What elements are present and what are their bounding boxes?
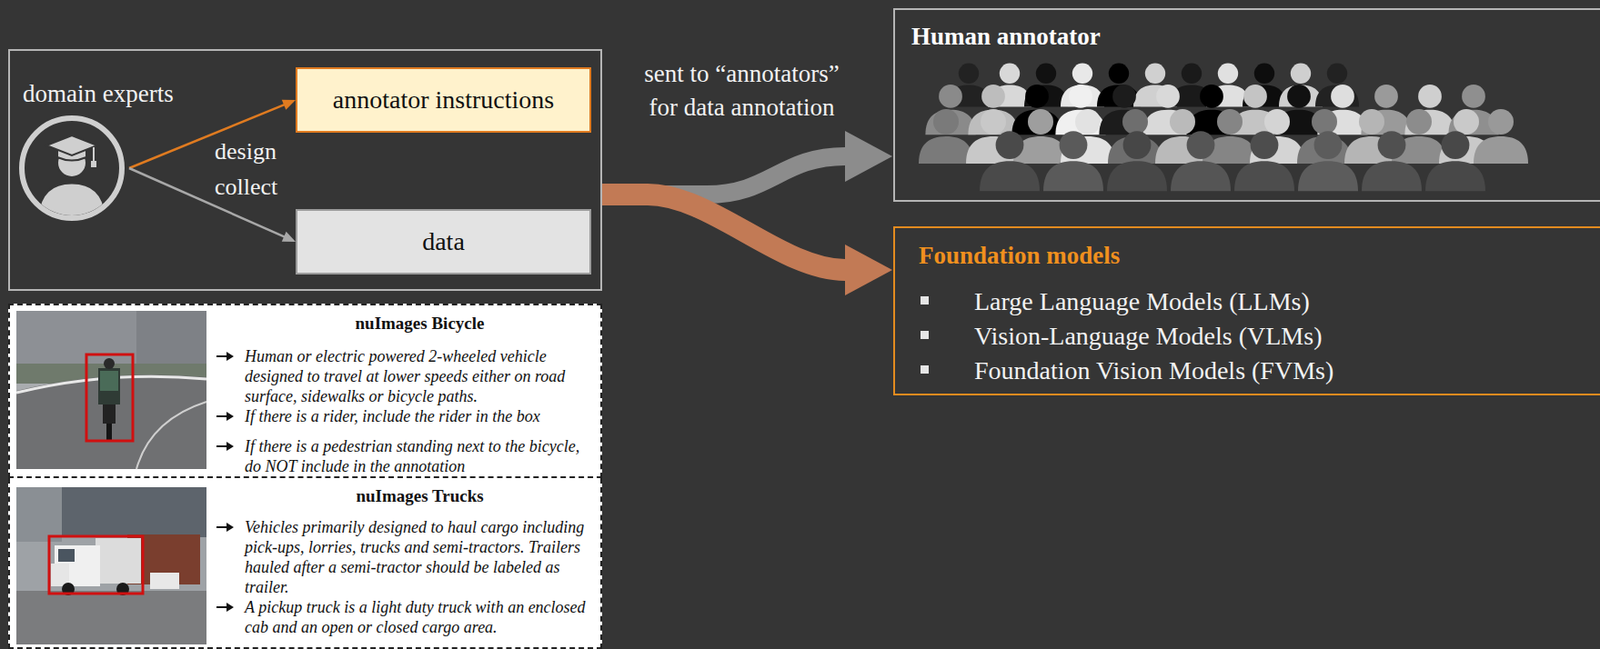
bullet-arrow <box>216 523 234 533</box>
example-panel: nuImages TrucksVehicles primarily design… <box>8 478 603 649</box>
example-bullet: Human or electric powered 2-wheeled vehi… <box>244 346 595 407</box>
arrow-line <box>129 104 286 169</box>
annotator-panel: Human annotator <box>893 8 1600 202</box>
list-bullet <box>920 365 929 374</box>
example-title: nuImages Bicycle <box>244 312 595 335</box>
edge-label: collect <box>214 174 278 202</box>
truck-photo <box>16 487 207 645</box>
box-label: data <box>422 226 465 258</box>
bicycle-photo <box>16 311 207 470</box>
expert-icon <box>17 113 127 223</box>
arrow-head <box>281 100 296 111</box>
example-title: nuImages Trucks <box>244 485 595 508</box>
example-panel: nuImages BicycleHuman or electric powere… <box>8 303 603 479</box>
example-bullet: A pickup truck is a light duty truck wit… <box>244 597 595 638</box>
list-item: Large Language Models (LLMs) <box>974 286 1310 318</box>
model-panel: Foundation modelsLarge Language Models (… <box>893 226 1600 396</box>
crowd-illustration <box>918 63 1529 192</box>
connector <box>129 168 296 242</box>
list-bullet <box>920 296 929 305</box>
instructions-box: annotator instructions <box>295 67 592 133</box>
bullet-arrow <box>216 603 234 613</box>
arrow-line <box>129 168 286 238</box>
bullet-arrow <box>216 442 234 452</box>
panel-heading: domain experts <box>22 79 174 109</box>
edge-label: design <box>214 139 277 166</box>
data-box: data <box>295 209 592 275</box>
bullet-arrow <box>216 352 234 362</box>
flow-arrow <box>602 194 849 271</box>
example-ground <box>8 303 603 649</box>
panel-title: Human annotator <box>911 21 1101 51</box>
connector <box>129 100 296 169</box>
arrow-head <box>281 231 296 242</box>
list-bullet <box>920 331 929 340</box>
group-panel: domain experts annotator instructions data <box>8 49 603 292</box>
panel-title: Foundation models <box>918 241 1120 271</box>
annotation-label: sent to “annotators” for data annotation <box>634 57 849 125</box>
example-bullet: Vehicles primarily designed to haul carg… <box>244 517 595 598</box>
example-bullet: If there is a rider, include the rider i… <box>244 406 595 427</box>
arrow-head <box>845 244 893 296</box>
box-label: annotator instructions <box>332 84 554 116</box>
arrow-head <box>845 130 893 182</box>
example-bullet: If there is a pedestrian standing next t… <box>244 436 595 477</box>
bullet-arrow <box>216 412 234 422</box>
list-item: Vision-Language Models (VLMs) <box>974 321 1322 353</box>
connector <box>602 194 893 296</box>
list-item: Foundation Vision Models (FVMs) <box>974 355 1334 387</box>
